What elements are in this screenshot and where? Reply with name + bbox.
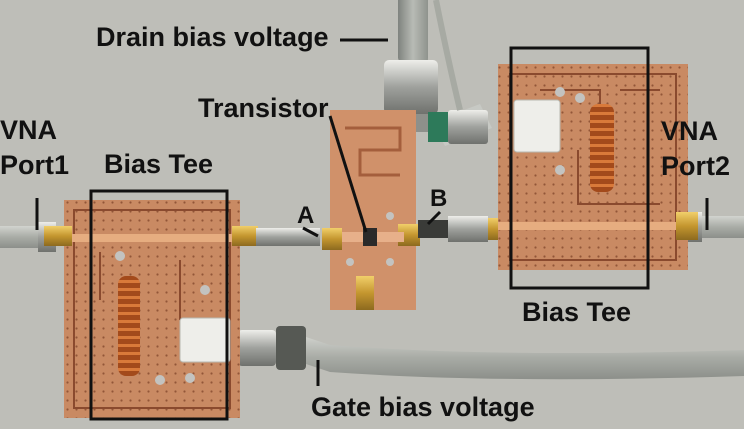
node-a-label: A [297, 202, 315, 229]
vna-port2-label-line2: Port2 [661, 151, 731, 181]
leader-lines [35, 38, 709, 386]
gate-bias-label: Gate bias voltage [311, 392, 535, 422]
vna-port2-label-line1: VNA [661, 116, 719, 146]
right-bias-tee-board [498, 64, 688, 270]
vna-port1-label-line2: Port1 [0, 150, 70, 180]
drain-cable [384, 0, 492, 146]
node-b-label: B [430, 185, 448, 212]
left-bias-tee-board [64, 200, 240, 418]
drain-bias-label: Drain bias voltage [96, 22, 329, 52]
transistor-label: Transistor [198, 93, 329, 123]
transistor-board [322, 110, 420, 310]
right-bias-tee-box [509, 46, 650, 290]
vna-port1-label-line1: VNA [0, 115, 58, 145]
bias-tee-left-label: Bias Tee [104, 149, 214, 179]
left-bias-tee-box [89, 189, 229, 421]
bias-tee-right-label: Bias Tee [522, 297, 632, 327]
